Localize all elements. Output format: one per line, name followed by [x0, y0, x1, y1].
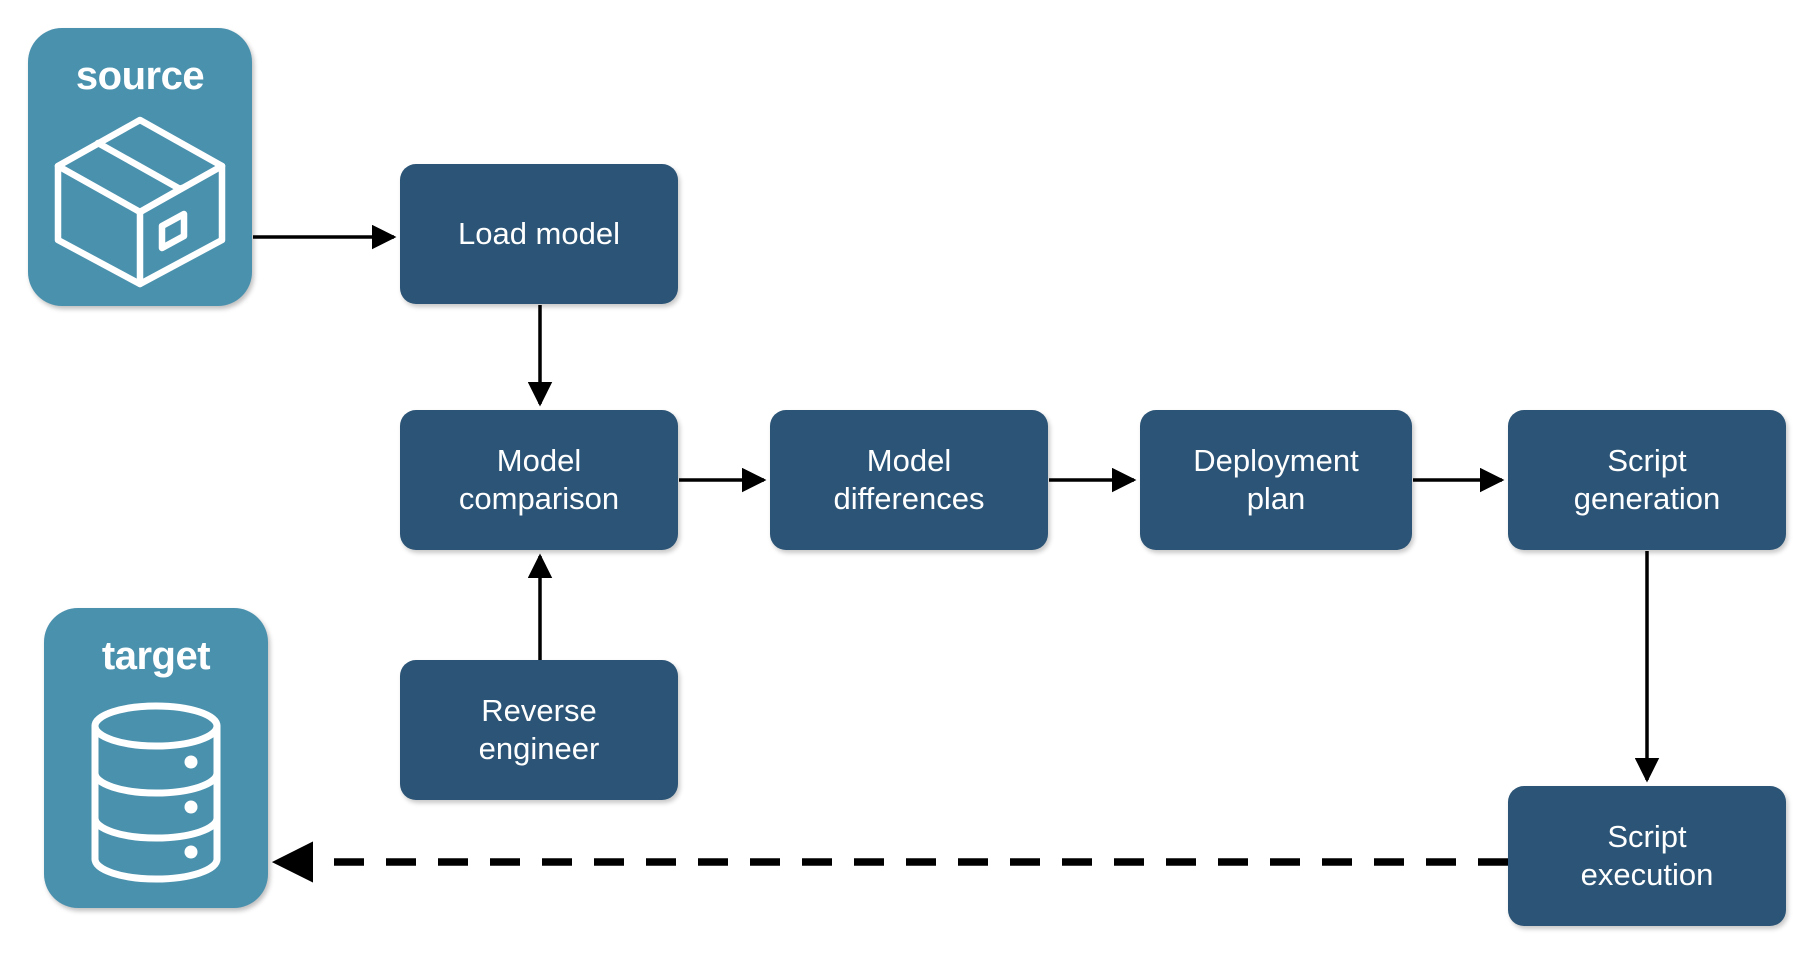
process-box-script-execution-label: Script execution — [1580, 819, 1714, 892]
process-box-model-comparison-label: Model comparison — [458, 443, 620, 516]
process-box-model-differences-label: Model differences — [833, 443, 985, 516]
process-box-script-generation[interactable]: Script generation — [1508, 410, 1786, 550]
endpoint-source[interactable]: source — [28, 28, 252, 306]
process-box-script-generation-label: Script generation — [1573, 443, 1721, 516]
database-cylinder-icon — [44, 676, 268, 908]
process-box-deployment-plan-label: Deployment plan — [1193, 443, 1359, 516]
process-box-reverse-engineer[interactable]: Reverse engineer — [400, 660, 678, 800]
package-box-icon — [28, 96, 252, 306]
process-box-model-differences[interactable]: Model differences — [770, 410, 1048, 550]
process-box-deployment-plan[interactable]: Deployment plan — [1140, 410, 1412, 550]
process-box-reverse-engineer-label: Reverse engineer — [478, 693, 600, 766]
process-box-load-model-label: Load model — [457, 216, 620, 252]
endpoint-source-label: source — [75, 54, 205, 98]
process-box-load-model[interactable]: Load model — [400, 164, 678, 304]
process-box-model-comparison[interactable]: Model comparison — [400, 410, 678, 550]
endpoint-target[interactable]: target — [44, 608, 268, 908]
endpoint-target-label: target — [101, 634, 211, 678]
process-box-script-execution[interactable]: Script execution — [1508, 786, 1786, 926]
